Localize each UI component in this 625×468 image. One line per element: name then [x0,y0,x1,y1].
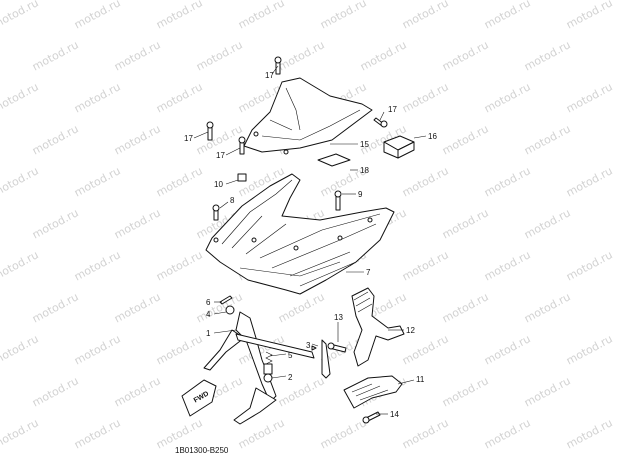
callout-8: 8 [230,196,235,205]
callout-3: 3 [306,341,311,350]
callout-17-top: 17 [265,71,274,80]
callout-15: 15 [360,140,369,149]
diagram-code: 1B01300-B250 [175,446,229,455]
part-12-bracket [351,287,405,367]
callout-13: 13 [334,313,343,322]
part-7-floor [205,173,395,295]
callout-17-right: 17 [388,105,397,114]
callout-6: 6 [206,298,211,307]
part-9-bolt [334,190,342,211]
part-13-bolt [327,342,347,353]
leader-lines [193,65,427,415]
callout-4: 4 [206,310,211,319]
callout-17-mid: 17 [216,151,225,160]
callout-12: 12 [406,326,415,335]
part-8-bolt [212,204,220,221]
part-5-3-2-spring [263,339,331,383]
part-10-clip [237,173,247,182]
part-11-footrest [343,375,403,409]
part-1-main-stand [203,311,315,425]
part-17-bolts [206,56,388,155]
part-15-cover [243,77,373,155]
callout-11: 11 [416,375,425,384]
callout-10: 10 [214,180,223,189]
callout-7: 7 [366,268,371,277]
callout-16: 16 [428,132,437,141]
part-18-label [317,153,351,167]
callout-14: 14 [390,410,399,419]
callout-9: 9 [358,190,363,199]
part-16-block [383,135,415,159]
callout-1: 1 [206,329,211,338]
callout-labels: 17 17 17 17 16 15 18 10 9 8 7 6 4 1 5 3 … [184,71,437,419]
callout-17-left: 17 [184,134,193,143]
callout-18: 18 [360,166,369,175]
part-14-bolt [362,411,381,424]
fwd-arrow: FWD [181,379,217,417]
part-6-4-pin [219,295,235,315]
callout-2: 2 [288,373,293,382]
callout-5: 5 [288,351,293,360]
